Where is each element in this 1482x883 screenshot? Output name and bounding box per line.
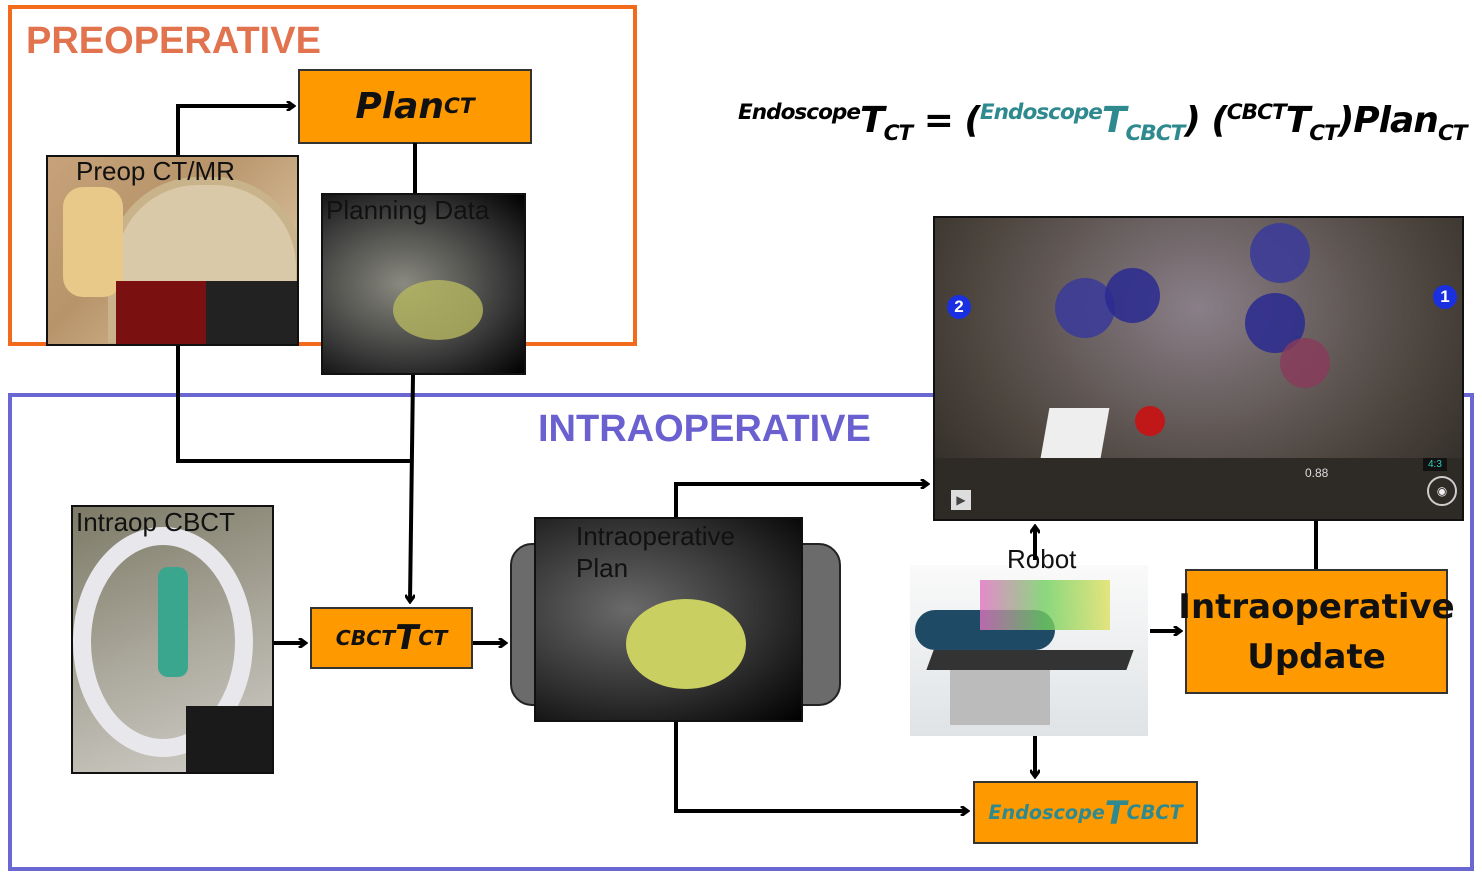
eq-plan: Plan	[1353, 100, 1439, 141]
intraop-cbct-image	[71, 505, 274, 774]
arrow-planning-to-cbct	[410, 374, 413, 602]
camera-icon[interactable]: ◉	[1427, 476, 1457, 506]
marker-1: 1	[1433, 285, 1457, 309]
play-icon[interactable]: ▶	[951, 490, 971, 510]
eq-t1-sub: CBCT	[1125, 121, 1185, 147]
t-label: T	[395, 618, 419, 658]
eq-t2-sub: CT	[1309, 121, 1339, 147]
update-line1: Intraoperative	[1178, 586, 1455, 627]
marker-2: 2	[947, 295, 971, 319]
preoperative-title: PREOPERATIVE	[26, 20, 321, 62]
arrow-preop-to-plan	[176, 106, 294, 155]
eq-plan-sub: CT	[1437, 121, 1468, 147]
endoscope-sup: Endoscope	[988, 801, 1105, 824]
intraop-cbct-caption: Intraop CBCT	[76, 507, 235, 537]
eq-lhs-sub: CT	[883, 121, 914, 147]
planning-data-image	[321, 193, 526, 375]
intraoperative-title: INTRAOPERATIVE	[538, 408, 871, 450]
intraop-plan-line2: Plan	[576, 553, 629, 583]
robot-caption: Robot	[1007, 544, 1077, 574]
intraop-plan-caption: Intraoperative Plan	[576, 520, 735, 584]
transform-equation: EndoscopeTCT = (EndoscopeTCBCT) (CBCTTCT…	[738, 100, 1468, 147]
eq-t2-sup: CBCT	[1226, 100, 1287, 125]
intraop-update-box: Intraoperative Update	[1178, 569, 1455, 694]
endoscope-image: 2 1 0.88 4:3 ◉ ▶	[933, 216, 1464, 521]
update-line2: Update	[1247, 636, 1386, 677]
preop-ct-caption: Preop CT/MR	[76, 156, 235, 186]
line-preop-down	[176, 346, 411, 463]
ct-sub: CT	[418, 626, 448, 650]
intraoperative-region	[8, 393, 1474, 871]
cbct-sub: CBCT	[1126, 801, 1183, 824]
eq-t2-main: T	[1285, 100, 1311, 141]
intraop-plan-image	[534, 517, 803, 722]
arrow-plan-to-endoscope-transform	[674, 722, 968, 811]
arrow-plan-to-endoscope	[674, 484, 928, 517]
planning-data-caption: Planning Data	[326, 195, 490, 225]
intraop-plan-line1: Intraoperative	[576, 521, 735, 551]
eq-lhs-main: T	[860, 100, 885, 141]
plan-label: Plan	[355, 86, 445, 127]
plan-sub: CT	[444, 94, 475, 119]
aspect-ratio-button[interactable]: 4:3	[1423, 458, 1447, 471]
eq-lhs-sup: Endoscope	[738, 100, 861, 125]
eq-t1-main: T	[1101, 100, 1127, 141]
preop-ct-image	[46, 155, 299, 346]
cbct-sup: CBCT	[335, 626, 396, 650]
t-label: T	[1104, 793, 1127, 832]
eq-t1-sup: Endoscope	[979, 100, 1103, 125]
eq-equals: =	[923, 100, 954, 141]
distance-readout: 0.88	[1305, 466, 1329, 480]
robot-image	[910, 565, 1148, 736]
